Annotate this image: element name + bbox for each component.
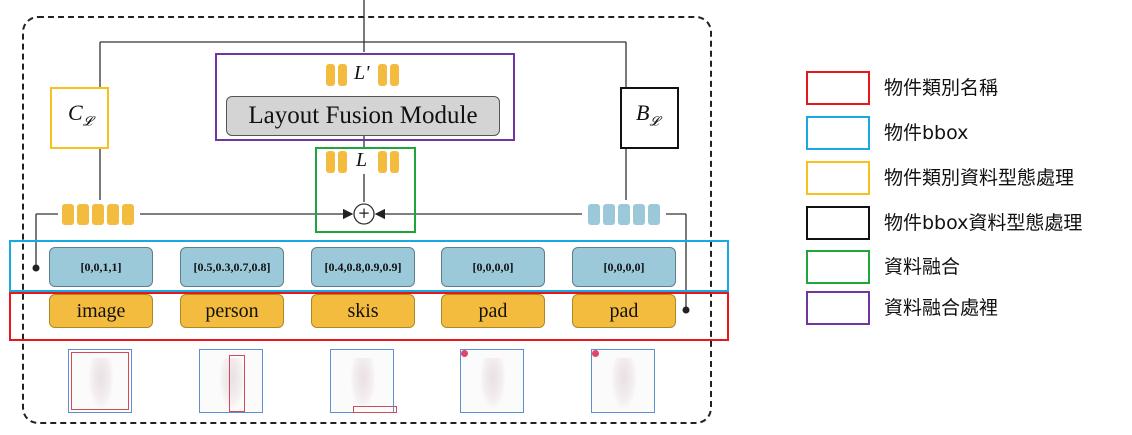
bbox-overlay — [229, 355, 245, 412]
legend-label-bbox: 物件bbox — [884, 122, 969, 144]
layout-thumbnail — [591, 349, 655, 413]
bbox-embedding-cell — [648, 204, 660, 225]
skier-figure — [612, 358, 636, 408]
legend-label-class-name: 物件類別名稱 — [884, 77, 999, 99]
l-cell — [390, 151, 399, 173]
legend-swatch-class-processing — [806, 161, 870, 195]
l-prime-cell — [326, 64, 335, 86]
l-prime-cell — [390, 64, 399, 86]
class-row-highlight — [9, 292, 729, 341]
layout-thumbnail — [330, 349, 397, 413]
layout-thumbnail — [199, 349, 263, 413]
l-cell — [338, 151, 347, 173]
bbox-overlay — [71, 352, 129, 410]
class-embedding-cell — [92, 204, 104, 225]
l-prime-symbol: L' — [354, 62, 370, 84]
bbox-overlay — [353, 406, 397, 413]
bbox-embedding-cell — [588, 204, 600, 225]
layout-thumbnail — [460, 349, 524, 413]
plus-operator: + — [357, 204, 371, 222]
bbox-embedding-cell — [603, 204, 615, 225]
class-token: person — [180, 294, 284, 328]
bbox-processing-box — [620, 87, 679, 149]
skier-figure — [220, 358, 244, 408]
l-prime-cell — [338, 64, 347, 86]
legend-label-fusion: 資料融合 — [884, 256, 961, 278]
pad-marker — [592, 350, 599, 357]
bbox-token: [0.4,0.8,0.9,0.9] — [311, 247, 415, 287]
fusion-box — [315, 147, 416, 233]
class-token: skis — [311, 294, 415, 328]
legend-swatch-class-name — [806, 71, 870, 105]
legend-swatch-fusion — [806, 250, 870, 284]
bbox-row-highlight — [9, 240, 729, 292]
legend-label-class-processing: 物件類別資料型態處理 — [884, 167, 1075, 189]
bbox-embedding-cell — [618, 204, 630, 225]
class-embedding-cell — [107, 204, 119, 225]
legend-swatch-bbox-processing — [806, 206, 870, 240]
l-cell — [326, 151, 335, 173]
bbox-embedding-cell — [633, 204, 645, 225]
layout-fusion-module: Layout Fusion Module — [226, 96, 500, 136]
bbox-token: [0.5,0.3,0.7,0.8] — [180, 247, 284, 287]
class-embedding-cell — [77, 204, 89, 225]
bbox-token: [0,0,0,0] — [441, 247, 545, 287]
l-symbol: L — [356, 149, 368, 171]
class-token: pad — [441, 294, 545, 328]
bbox-token: [0,0,0,0] — [572, 247, 676, 287]
class-embedding-cell — [122, 204, 134, 225]
legend-label-fusion-processing: 資料融合處裡 — [884, 297, 999, 319]
class-token: pad — [572, 294, 676, 328]
outer-dashed-frame — [22, 16, 712, 424]
legend-label-bbox-processing: 物件bbox資料型態處理 — [884, 212, 1083, 234]
legend-swatch-bbox — [806, 116, 870, 150]
legend-swatch-fusion-processing — [806, 291, 870, 325]
class-processing-box — [50, 87, 109, 149]
skier-figure — [89, 358, 113, 408]
pad-marker — [461, 350, 468, 357]
bbox-embedding-symbol: B𝓛 — [636, 100, 659, 129]
bbox-token: [0,0,1,1] — [49, 247, 153, 287]
skier-figure — [481, 358, 505, 408]
class-embedding-symbol: C𝓛 — [68, 100, 93, 129]
fusion-processing-box — [215, 53, 515, 141]
l-prime-cell — [378, 64, 387, 86]
skier-figure — [351, 358, 375, 408]
class-embedding-cell — [62, 204, 74, 225]
l-cell — [378, 151, 387, 173]
layout-thumbnail — [68, 349, 132, 413]
class-token: image — [49, 294, 153, 328]
